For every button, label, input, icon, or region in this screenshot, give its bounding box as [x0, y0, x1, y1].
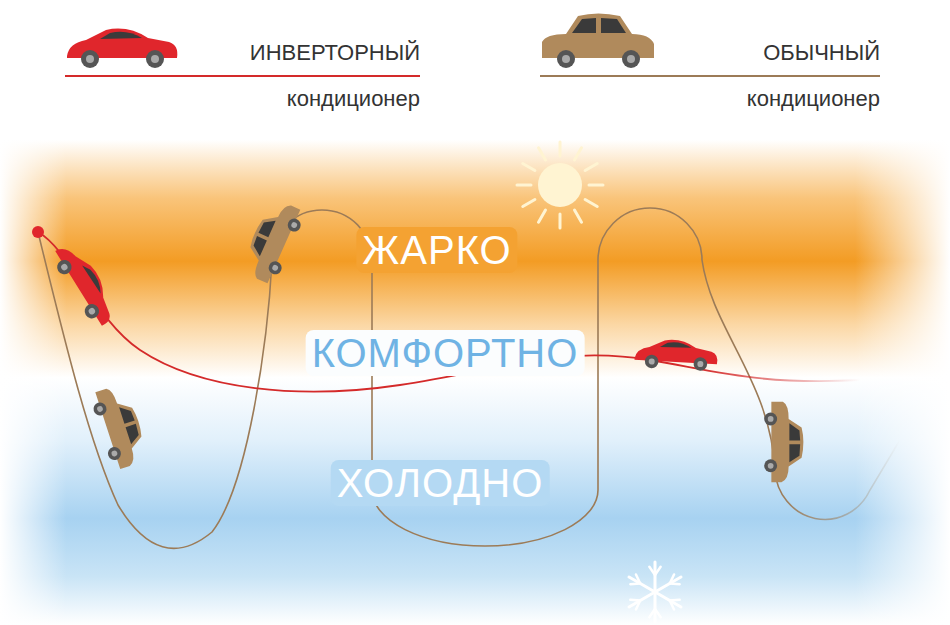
- snowflake-arm: [629, 592, 655, 607]
- sun-ray: [517, 184, 531, 187]
- snowflake-arm: [654, 562, 657, 592]
- sun-ray: [559, 214, 562, 228]
- snowflake-branch: [670, 582, 680, 585]
- legend-underline: [540, 75, 880, 77]
- snowflake-branch: [630, 598, 640, 601]
- regular-temperature-curve: [38, 208, 900, 548]
- sun-ray: [559, 142, 562, 156]
- regular-car-icon: [542, 14, 654, 69]
- snowflake-branch: [655, 609, 661, 617]
- legend-label: ОБЫЧНЫЙ кондиционер: [670, 30, 880, 122]
- snowflake-branch: [649, 567, 655, 575]
- snowflake-branch: [636, 574, 640, 583]
- regular-car: [88, 382, 150, 471]
- snowflake-arm: [655, 577, 681, 592]
- snowflake-arm: [629, 577, 655, 592]
- sun-ray: [523, 200, 535, 207]
- snowflake-arm: [654, 592, 657, 622]
- snowflake-branch: [636, 601, 640, 610]
- zone-label: КОМФОРТНО: [306, 330, 585, 376]
- start-dot: [32, 226, 44, 238]
- snowflake-branch: [670, 574, 674, 583]
- zone-label: ЖАРКО: [356, 227, 517, 273]
- sun-ray: [523, 164, 535, 171]
- legend-label: ИНВЕРТОРНЫЙ кондиционер: [185, 30, 420, 122]
- snowflake-branch: [655, 567, 661, 575]
- inverter-car-icon: [67, 29, 177, 68]
- regular-car: [764, 402, 803, 483]
- regular-car: [238, 197, 307, 287]
- snowflake-symbol: [629, 562, 681, 622]
- sun-symbol: [517, 142, 603, 228]
- inverter-car: [48, 239, 121, 331]
- sun-ray: [539, 148, 546, 160]
- snowflake-branch: [649, 609, 655, 617]
- zone-label: ХОЛОДНО: [331, 460, 550, 506]
- sun-ray: [585, 164, 597, 171]
- snowflake-arm: [655, 592, 681, 607]
- inverter-car: [634, 338, 718, 372]
- temperature-zones: [0, 140, 950, 625]
- sun-ray: [589, 184, 603, 187]
- sun-ray: [575, 210, 582, 222]
- sun-ray: [585, 200, 597, 207]
- sun-ray: [575, 148, 582, 160]
- edge-fade: [0, 140, 950, 625]
- sun-disc: [538, 163, 582, 207]
- legend-underline: [65, 75, 420, 77]
- snowflake-branch: [670, 601, 674, 610]
- sun-ray: [539, 210, 546, 222]
